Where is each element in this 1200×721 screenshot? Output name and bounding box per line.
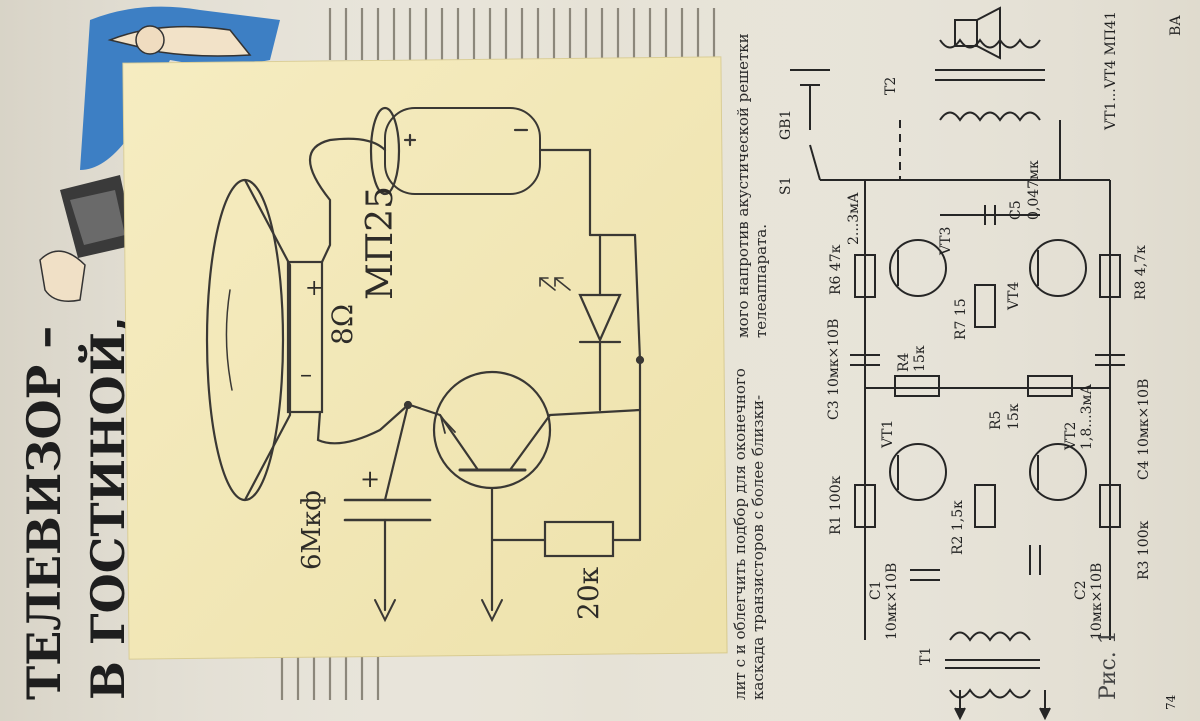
label-r6: R6 47к xyxy=(828,244,844,295)
label-c4: С4 10мк×10В xyxy=(1136,379,1152,480)
label-transistors: VT1...VT4 МП41 xyxy=(1103,11,1119,131)
caption-line-3: лит с и облегчить подбор для оконечного xyxy=(731,368,749,700)
label-t1: Т1 xyxy=(918,647,934,665)
label-r4: R4 xyxy=(896,352,912,372)
headline-block: ТЕЛЕВИЗОР – В ГОСТИНОЙ, xyxy=(17,316,135,700)
battery-plus xyxy=(403,133,417,147)
schematic-labels: ВА Т2 GB1 S1 С5 0,047мк R6 47к 2...3мА V… xyxy=(778,11,1184,710)
sticky-note xyxy=(122,56,728,660)
label-r4-value: 15к xyxy=(912,345,928,372)
led-symbol xyxy=(578,293,622,343)
label-r7: R7 15 xyxy=(953,298,969,340)
label-r1: R1 100к xyxy=(828,475,844,535)
handwritten-labels: МП25 8Ω 6Мкф 20к + – + xyxy=(297,186,605,620)
label-vt2-current: 1,8...3мА xyxy=(1079,384,1095,450)
wire-right-rail xyxy=(633,233,642,362)
label-vt2: VT2 xyxy=(1063,422,1079,451)
headline-line-2: В ГОСТИНОЙ, xyxy=(77,316,135,700)
label-speaker-plus: + xyxy=(305,276,323,301)
label-c5-value: 0,047мк xyxy=(1026,160,1042,220)
label-c5: С5 xyxy=(1008,200,1024,220)
label-vt1: VT1 xyxy=(880,420,896,449)
label-resistor-value: 20к xyxy=(572,566,605,620)
label-r6-current: 2...3мА xyxy=(846,192,862,245)
label-r3: R3 100к xyxy=(1136,520,1152,580)
label-c1-value: 10мк×10В xyxy=(884,563,900,640)
label-speaker-impedance: 8Ω xyxy=(326,304,359,345)
label-c3: С3 10мк×10В xyxy=(826,319,842,420)
label-r2: R2 1,5к xyxy=(950,500,966,555)
headline-line-1: ТЕЛЕВИЗОР – xyxy=(17,326,71,700)
speaker-body xyxy=(243,178,292,502)
printed-schematic xyxy=(790,6,1125,721)
figure-label: Рис. 1 xyxy=(1096,630,1121,700)
label-c2: С2 xyxy=(1073,580,1089,600)
page-number: 74 xyxy=(1164,694,1178,710)
label-transistor-model: МП25 xyxy=(360,186,401,300)
caption-line-4: каскада транзисторов с более близки- xyxy=(749,395,767,700)
caption-line-2: телеаппарата. xyxy=(752,224,770,338)
label-ba: ВА xyxy=(1168,15,1184,36)
label-gb1: GB1 xyxy=(778,110,794,140)
pencil-sketch xyxy=(205,106,645,623)
caption-block: лит с и облегчить подбор для оконечного … xyxy=(731,368,767,700)
label-vt3: VT3 xyxy=(938,227,954,256)
label-speaker-minus: – xyxy=(300,360,312,388)
caption-line-1: мого напротив акустической решетки xyxy=(734,33,752,338)
label-capacitor-plus: + xyxy=(360,465,380,493)
label-s1: S1 xyxy=(778,177,794,196)
label-c1: С1 xyxy=(868,580,884,600)
speaker-magnet xyxy=(286,260,324,414)
wire-speaker-transistor xyxy=(316,403,410,445)
label-r8: R8 4,7к xyxy=(1133,245,1149,300)
label-r5-value: 15к xyxy=(1006,403,1022,430)
label-c2-value: 10мк×10В xyxy=(1089,563,1105,640)
body-text-top xyxy=(328,8,716,60)
label-capacitor-value: 6Мкф xyxy=(297,490,327,570)
wire-battery-right xyxy=(538,148,592,237)
caption-upper: мого напротив акустической решетки телеа… xyxy=(734,33,770,338)
label-vt4: VT4 xyxy=(1006,282,1022,311)
label-t2: Т2 xyxy=(883,77,899,95)
label-r5: R5 xyxy=(988,411,1004,430)
